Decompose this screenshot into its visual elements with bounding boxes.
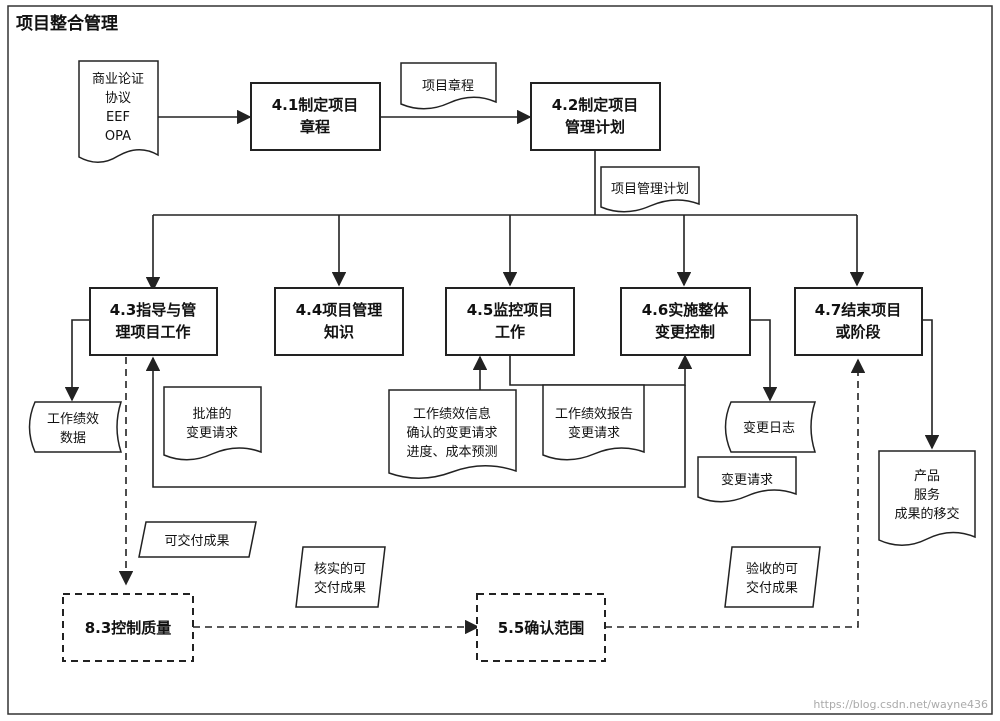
para-deliverables: [138, 521, 257, 558]
data-shapes: [28, 401, 817, 453]
arrow-55-to-47: [605, 358, 866, 628]
doc-wpi-line1: 工作绩效信息: [413, 406, 491, 422]
doc-inputs-line4: OPA: [105, 129, 131, 144]
para-accepted-line1: 验收的可: [746, 561, 798, 577]
para-verified-line2: 交付成果: [314, 580, 366, 596]
doc-wpr: [542, 384, 645, 461]
arrow-47-to-transfer: [922, 319, 940, 450]
process-43-line1: 4.3指导与管: [110, 301, 197, 319]
process-46-line1: 4.6实施整体: [642, 301, 730, 319]
process-box-46: [620, 287, 751, 356]
doc-wpr-line2: 变更请求: [568, 425, 620, 441]
process-55-label: 5.5确认范围: [498, 619, 585, 637]
doc-wpr-line1: 工作绩效报告: [555, 407, 633, 422]
document-shapes: [78, 60, 976, 546]
data-wpd-line1: 工作绩效: [47, 412, 99, 427]
process-boxes: [62, 82, 923, 662]
arrow-46-to-changelog: [750, 319, 778, 402]
doc-pmplan-label: 项目管理计划: [611, 182, 689, 197]
doc-inputs-line1: 商业论证: [92, 72, 144, 87]
para-accepted: [724, 546, 821, 608]
doc-wpi-line3: 进度、成本预测: [406, 444, 497, 460]
document-labels: 商业论证 协议 EEF OPA 项目章程 项目管理计划 批准的 变更请求 工作绩…: [47, 72, 960, 596]
process-45-line2: 工作: [495, 323, 525, 341]
process-box-41: [250, 82, 381, 151]
process-box-55: [476, 593, 606, 662]
doc-cr: [697, 456, 797, 503]
doc-approved-cr-line1: 批准的: [192, 406, 231, 422]
outer-frame: [7, 5, 993, 715]
doc-approved-cr: [163, 386, 262, 461]
doc-wpi: [388, 389, 517, 479]
data-changelog: [724, 401, 817, 453]
arrow-45-to-46: [509, 354, 693, 386]
process-46-line2: 变更控制: [655, 323, 715, 341]
process-44-line1: 4.4项目管理: [296, 301, 383, 319]
process-box-45: [445, 287, 575, 356]
doc-transfer-line3: 成果的移交: [894, 506, 959, 522]
process-42-line1: 4.2制定项目: [552, 96, 639, 114]
data-changelog-label: 变更日志: [743, 420, 795, 436]
process-box-43: [89, 287, 218, 356]
doc-inputs: [78, 60, 159, 163]
process-41-line1: 4.1制定项目: [272, 96, 359, 114]
para-verified: [295, 546, 386, 608]
doc-pmplan: [600, 166, 700, 213]
dashed-connectors: [118, 357, 866, 635]
arrow-43-to-wpd: [64, 319, 90, 402]
doc-wpi-line2: 确认的变更请求: [406, 425, 497, 441]
doc-approved-cr-line2: 变更请求: [186, 425, 238, 441]
process-45-line1: 4.5监控项目: [467, 301, 554, 319]
doc-transfer-line1: 产品: [914, 469, 940, 484]
doc-transfer: [878, 450, 976, 546]
process-box-44: [274, 287, 404, 356]
process-41-line2: 章程: [300, 118, 330, 136]
doc-inputs-line3: EEF: [106, 110, 130, 125]
diagram-title: 项目整合管理: [16, 13, 118, 34]
process-labels: 4.1制定项目 章程 4.2制定项目 管理计划 4.3指导与管 理项目工作 4.…: [85, 96, 902, 637]
para-verified-line1: 核实的可: [314, 561, 366, 577]
process-box-47: [794, 287, 923, 356]
doc-inputs-line2: 协议: [105, 91, 131, 106]
process-44-line2: 知识: [324, 323, 354, 341]
doc-transfer-line2: 服务: [914, 487, 940, 503]
data-wpd: [28, 401, 123, 453]
watermark-text: https://blog.csdn.net/wayne436: [813, 698, 988, 711]
process-box-42: [530, 82, 661, 151]
process-42-line2: 管理计划: [565, 118, 625, 136]
parallelogram-shapes: [138, 521, 821, 608]
process-83-label: 8.3控制质量: [85, 619, 172, 637]
doc-charter-label: 项目章程: [422, 78, 474, 94]
process-box-83: [62, 593, 194, 662]
process-43-line2: 理项目工作: [115, 323, 190, 341]
data-wpd-line2: 数据: [60, 431, 86, 446]
connectors: [64, 109, 940, 488]
doc-cr-label: 变更请求: [721, 472, 773, 488]
doc-charter: [400, 62, 497, 110]
process-47-line1: 4.7结束项目: [815, 301, 902, 319]
para-deliverables-label: 可交付成果: [164, 533, 229, 549]
arrow-46-to-43: [145, 356, 686, 488]
para-accepted-line2: 交付成果: [746, 580, 798, 596]
process-47-line2: 或阶段: [835, 323, 880, 341]
